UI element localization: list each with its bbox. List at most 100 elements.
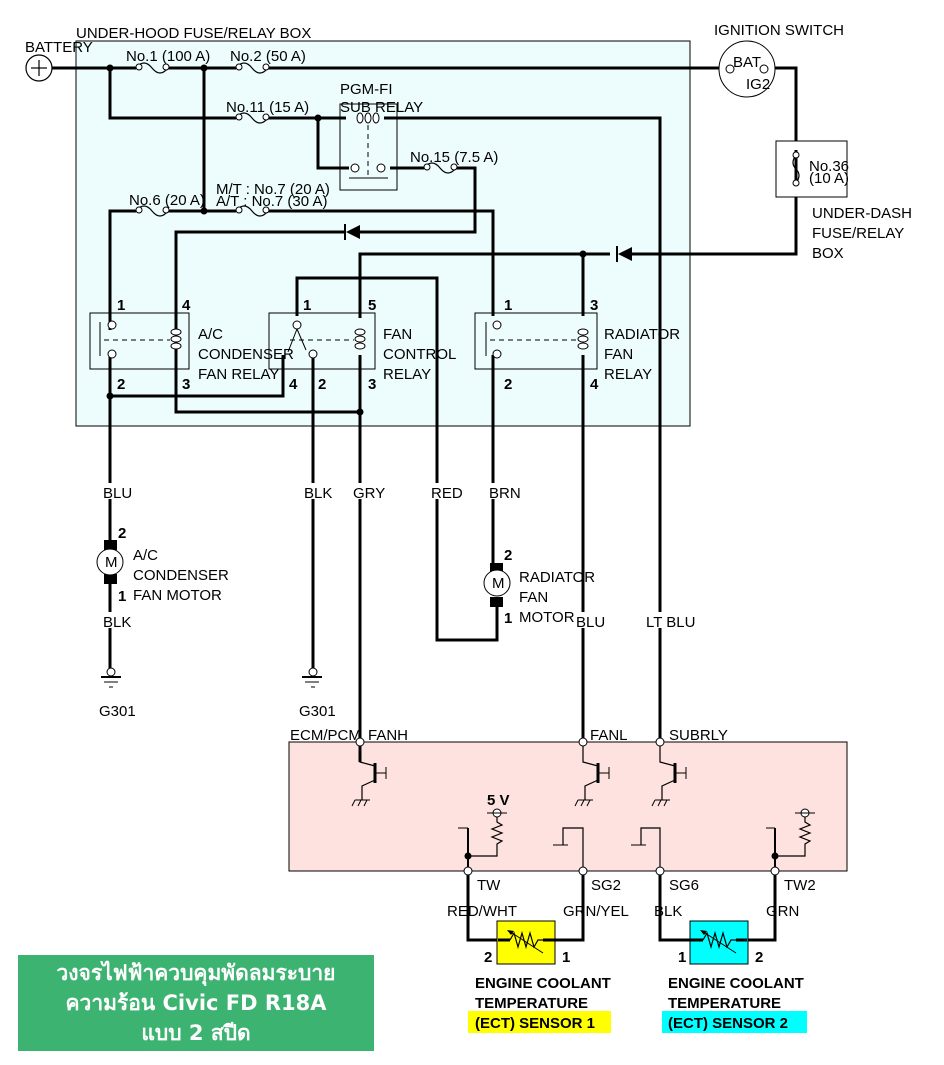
- radiator-fan-relay: 1 3 2 4 RADIATOR FAN RELAY: [474, 297, 680, 393]
- ac-motor-label-line2: CONDENSER: [133, 567, 229, 584]
- ecm-label: ECM/PCM: [290, 727, 361, 744]
- fan-control-relay-pin3: 3: [368, 376, 376, 393]
- wire-label-blk: BLK: [304, 485, 332, 502]
- ac-motor-pin1: 1: [118, 588, 126, 605]
- radiator-relay-label-line3: RELAY: [604, 366, 652, 383]
- ac-relay-label-line2: CONDENSER: [198, 346, 294, 363]
- fuse-no15-icon: [423, 162, 458, 174]
- ect1-pin2: 2: [484, 949, 492, 966]
- radiator-motor-label-line1: RADIATOR: [519, 569, 595, 586]
- relay-coil-icon: [577, 328, 589, 350]
- fan-control-relay-label-line2: CONTROL: [383, 346, 456, 363]
- ecm-terminal-sg2: SG2: [591, 877, 621, 894]
- radiator-relay-pin2: 2: [504, 376, 512, 393]
- radiator-relay-label-line1: RADIATOR: [604, 326, 680, 343]
- ac-relay-pin2: 2: [117, 376, 125, 393]
- ecm-terminal-tw2: TW2: [784, 877, 816, 894]
- relay-coil-icon: [354, 328, 366, 350]
- fan-control-relay-pin1: 1: [303, 297, 311, 314]
- fan-control-relay-pin4: 4: [289, 376, 298, 393]
- wire-label-lt-blu: LT BLU: [646, 614, 695, 631]
- ecm-terminals: FANH FANL SUBRLY: [355, 727, 728, 747]
- radiator-motor-symbol: M: [492, 575, 505, 592]
- fuse-no36-label-line2: (10 A): [809, 170, 849, 187]
- ect2-label-line1: ENGINE COOLANT: [668, 975, 804, 992]
- fan-control-relay-label-line3: RELAY: [383, 366, 431, 383]
- fan-control-relay: 1 5 4 2 3 FAN CONTROL RELAY: [268, 297, 456, 393]
- ect1-label-line1: ENGINE COOLANT: [475, 975, 611, 992]
- transistor-subrly-icon: [651, 746, 687, 807]
- wire-color-labels: BLU BLK GRY RED BRN BLU LT BLU BLK: [100, 483, 705, 631]
- ac-motor-symbol: M: [105, 554, 118, 571]
- ac-relay-pin3: 3: [182, 376, 190, 393]
- relay-coil-icon: [170, 328, 182, 350]
- underdash-label-line3: BOX: [812, 245, 844, 262]
- pgmfi-label-line1: PGM-FI: [340, 81, 393, 98]
- ecm-pcm-box: ECM/PCM: [288, 727, 848, 872]
- wire-label-ac-blk: BLK: [103, 614, 131, 631]
- ac-motor-pin2: 2: [118, 525, 126, 542]
- underdash-label-line1: UNDER-DASH: [812, 205, 912, 222]
- fuse-no1-label: No.1 (100 A): [126, 48, 210, 65]
- radiator-motor-label-line3: MOTOR: [519, 609, 575, 626]
- underdash-label-line2: FUSE/RELAY: [812, 225, 904, 242]
- ect-sensor-2: 1 2 ENGINE COOLANT TEMPERATURE (ECT) SEN…: [662, 920, 807, 1033]
- ign-ig2-label: IG2: [746, 76, 770, 93]
- ect2-label-line2: TEMPERATURE: [668, 995, 781, 1012]
- ac-condenser-fan-relay: 1 4 2 3 A/C CONDENSER FAN RELAY: [89, 297, 294, 393]
- ect-sensor-1: 2 1 ENGINE COOLANT TEMPERATURE (ECT) SEN…: [468, 920, 611, 1033]
- fan-control-relay-pin5: 5: [368, 297, 376, 314]
- five-volt-label: 5 V: [487, 792, 510, 809]
- wire-label-red: RED: [431, 485, 463, 502]
- transistor-fanh-icon: [351, 746, 387, 807]
- fuse-no6-icon: [135, 205, 170, 217]
- battery-label: BATTERY: [25, 39, 93, 56]
- ecm-sg2-circuit: [553, 827, 588, 876]
- pgmfi-label-line2: SUB RELAY: [340, 99, 423, 116]
- ac-motor-label-line1: A/C: [133, 547, 158, 564]
- battery: BATTERY: [25, 39, 93, 82]
- ect2-pin2: 2: [755, 949, 763, 966]
- radiator-motor-pin1: 1: [504, 610, 512, 627]
- ignition-switch-label: IGNITION SWITCH: [714, 22, 844, 39]
- radiator-relay-pin3: 3: [590, 297, 598, 314]
- ecm-sg6-circuit: [631, 827, 665, 876]
- relay-coil-icon: [356, 112, 380, 124]
- fuse-no6-label: No.6 (20 A): [129, 192, 205, 209]
- radiator-motor-pin2: 2: [504, 547, 512, 564]
- wire-label-blk-sensor: BLK: [654, 903, 682, 920]
- fuse-no2-icon: [235, 62, 270, 74]
- motor-icon: [483, 569, 511, 597]
- ground-label-left: G301: [99, 703, 136, 720]
- wire-label-gry: GRY: [353, 485, 385, 502]
- fuse-no1-icon: [135, 62, 170, 74]
- ecm-terminal-sg6: SG6: [669, 877, 699, 894]
- radiator-relay-pin4: 4: [590, 376, 599, 393]
- junction-dots: [106, 64, 587, 416]
- ac-condenser-fan-motor: M 2 1 A/C CONDENSER FAN MOTOR: [96, 525, 229, 605]
- fuse-no7-mt-label: M/T : No.7 (20 A): [216, 181, 330, 198]
- ground-g301-left: G301: [99, 667, 136, 720]
- fan-control-relay-pin2: 2: [318, 376, 326, 393]
- diode-2-icon: [616, 246, 632, 262]
- fuse-no7-icon: [235, 205, 270, 217]
- ecm-tw-circuit: 5 V: [458, 792, 510, 876]
- ac-relay-label-line1: A/C: [198, 326, 223, 343]
- ac-relay-label-line3: FAN RELAY: [198, 366, 279, 383]
- ground-g301-right: G301: [299, 667, 336, 720]
- fuse-no11-icon: [235, 112, 270, 124]
- diagram-title-banner: วงจรไฟฟ้าควบคุมพัดลมระบาย ความร้อน Civic…: [18, 955, 374, 1051]
- fuse-no11-label: No.11 (15 A): [226, 99, 309, 116]
- ecm-terminal-fanh: FANH: [368, 727, 408, 744]
- title-line-3: แบบ 2 สปีด: [141, 1021, 251, 1045]
- transistor-fanl-icon: [574, 746, 610, 807]
- radiator-relay-label-line2: FAN: [604, 346, 633, 363]
- ect1-label-line3: (ECT) SENSOR 1: [475, 1015, 595, 1032]
- title-line-2: ความร้อน Civic FD R18A: [65, 991, 327, 1015]
- wire-label-grn: GRN: [766, 903, 799, 920]
- radiator-motor-label-line2: FAN: [519, 589, 548, 606]
- ground-label-right: G301: [299, 703, 336, 720]
- wires: [52, 66, 798, 762]
- fuse-no7-at-label: A/T : No.7 (30 A): [216, 193, 327, 210]
